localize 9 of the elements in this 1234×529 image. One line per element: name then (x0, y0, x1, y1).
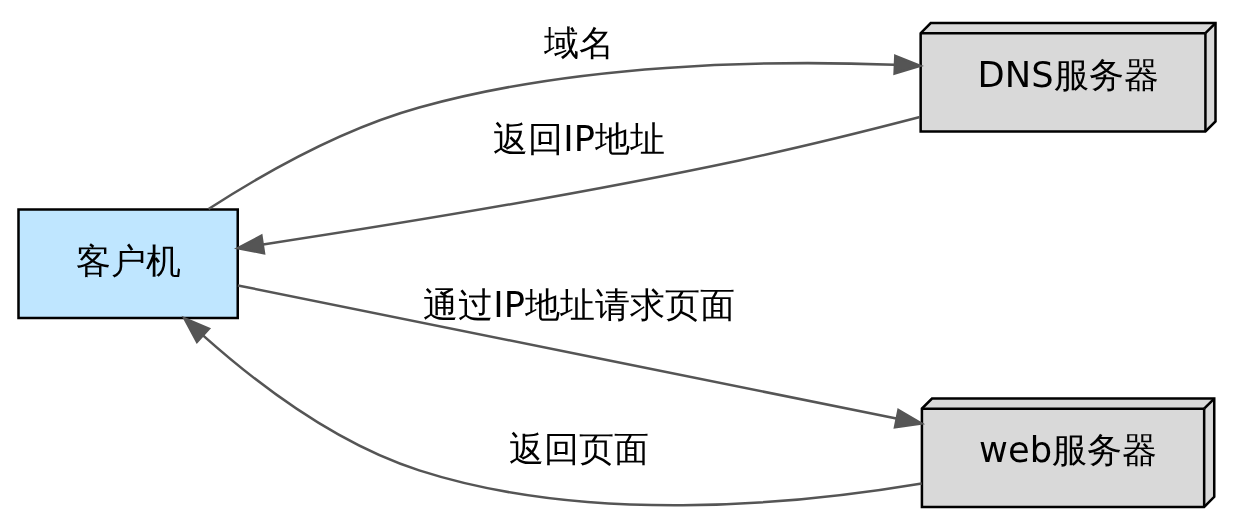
arrow (181, 315, 922, 507)
arrow (237, 283, 926, 429)
edge-label: 域名 (544, 21, 615, 63)
node-box: 客户机 (17, 207, 239, 319)
edge-label: 返回IP地址 (493, 117, 666, 159)
arrow (234, 115, 921, 255)
arrow (207, 53, 924, 210)
edge-label: 返回页面 (509, 427, 650, 469)
edge-label: 通过IP地址请求页面 (423, 283, 736, 325)
